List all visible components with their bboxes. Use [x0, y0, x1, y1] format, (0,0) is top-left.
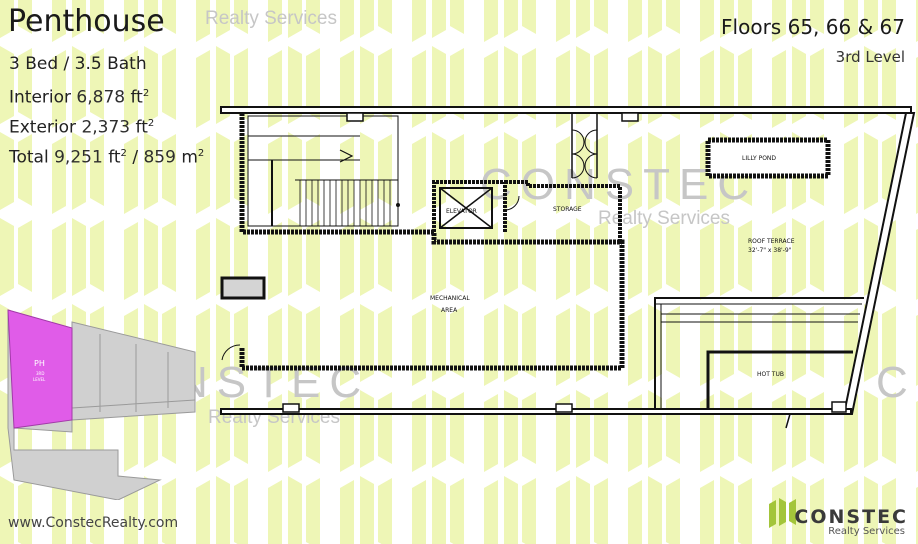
key-unit-sub: 3RD	[36, 371, 44, 376]
key-unit-sub2: LEVEL	[33, 377, 46, 382]
floor-number: 67	[879, 15, 905, 39]
floor-ampersand: &	[857, 15, 874, 39]
unit-sqm: m	[181, 147, 198, 168]
label-roof-terrace: ROOF TERRACE	[748, 238, 795, 245]
watermark-sub: Realty Services	[598, 208, 730, 229]
key-plan: PH 3RD LEVEL	[7, 309, 196, 500]
total-area: Total 9,251 ft2 / 859 m2	[9, 143, 204, 169]
unit-sqft: ft	[108, 147, 121, 168]
floor-number: 65	[787, 15, 814, 39]
label-area: AREA	[441, 307, 458, 314]
floors-label: Floors	[721, 15, 782, 39]
watermark-sub: Realty Services	[205, 8, 337, 29]
label-hot-tub: HOT TUB	[757, 371, 784, 378]
total-metric: 859	[143, 147, 176, 168]
floors-info: Floors 65, 66 & 67	[721, 14, 905, 40]
unit-superscript: 2	[197, 148, 205, 159]
beds-baths: 3 Bed / 3.5 Bath	[9, 54, 147, 74]
label-lilly-pond: LILLY POND	[742, 155, 776, 162]
exterior-label: Exterior	[9, 117, 77, 138]
key-unit-label: PH	[34, 359, 45, 368]
unit-superscript: 2	[142, 88, 150, 99]
unit-superscript: 2	[120, 148, 127, 159]
label-roof-dims: 32'-7" x 38'-9"	[748, 247, 792, 254]
unit-title: Penthouse	[8, 4, 165, 39]
floor-number: 66	[825, 15, 852, 39]
interior-label: Interior	[9, 87, 72, 108]
unit-highlight	[7, 309, 73, 429]
constec-logo-icon	[769, 498, 796, 528]
total-label: Total	[9, 147, 49, 168]
interior-value: 6,878	[76, 87, 126, 108]
label-mechanical: MECHANICAL	[430, 295, 470, 302]
unit-superscript: 2	[147, 118, 155, 129]
level-label: 3rd Level	[835, 48, 905, 66]
unit-sqft: ft	[135, 117, 148, 138]
unit-sqft: ft	[130, 87, 143, 108]
total-value: 9,251	[54, 147, 103, 168]
label-storage: STORAGE	[553, 206, 582, 213]
brand-sub: Realty Services	[828, 526, 905, 537]
watermark-name: CONSTEC	[876, 358, 918, 407]
exterior-value: 2,373	[81, 117, 131, 138]
exterior-area: Exterior 2,373 ft2	[9, 113, 154, 139]
label-elevator: ELEVATOR	[446, 208, 477, 215]
separator: /	[132, 147, 139, 168]
brand-name: CONSTEC	[794, 506, 908, 528]
website-link[interactable]: www.ConstecRealty.com	[8, 515, 179, 531]
floor-separator: ,	[813, 15, 820, 39]
interior-area: Interior 6,878 ft2	[9, 83, 149, 109]
